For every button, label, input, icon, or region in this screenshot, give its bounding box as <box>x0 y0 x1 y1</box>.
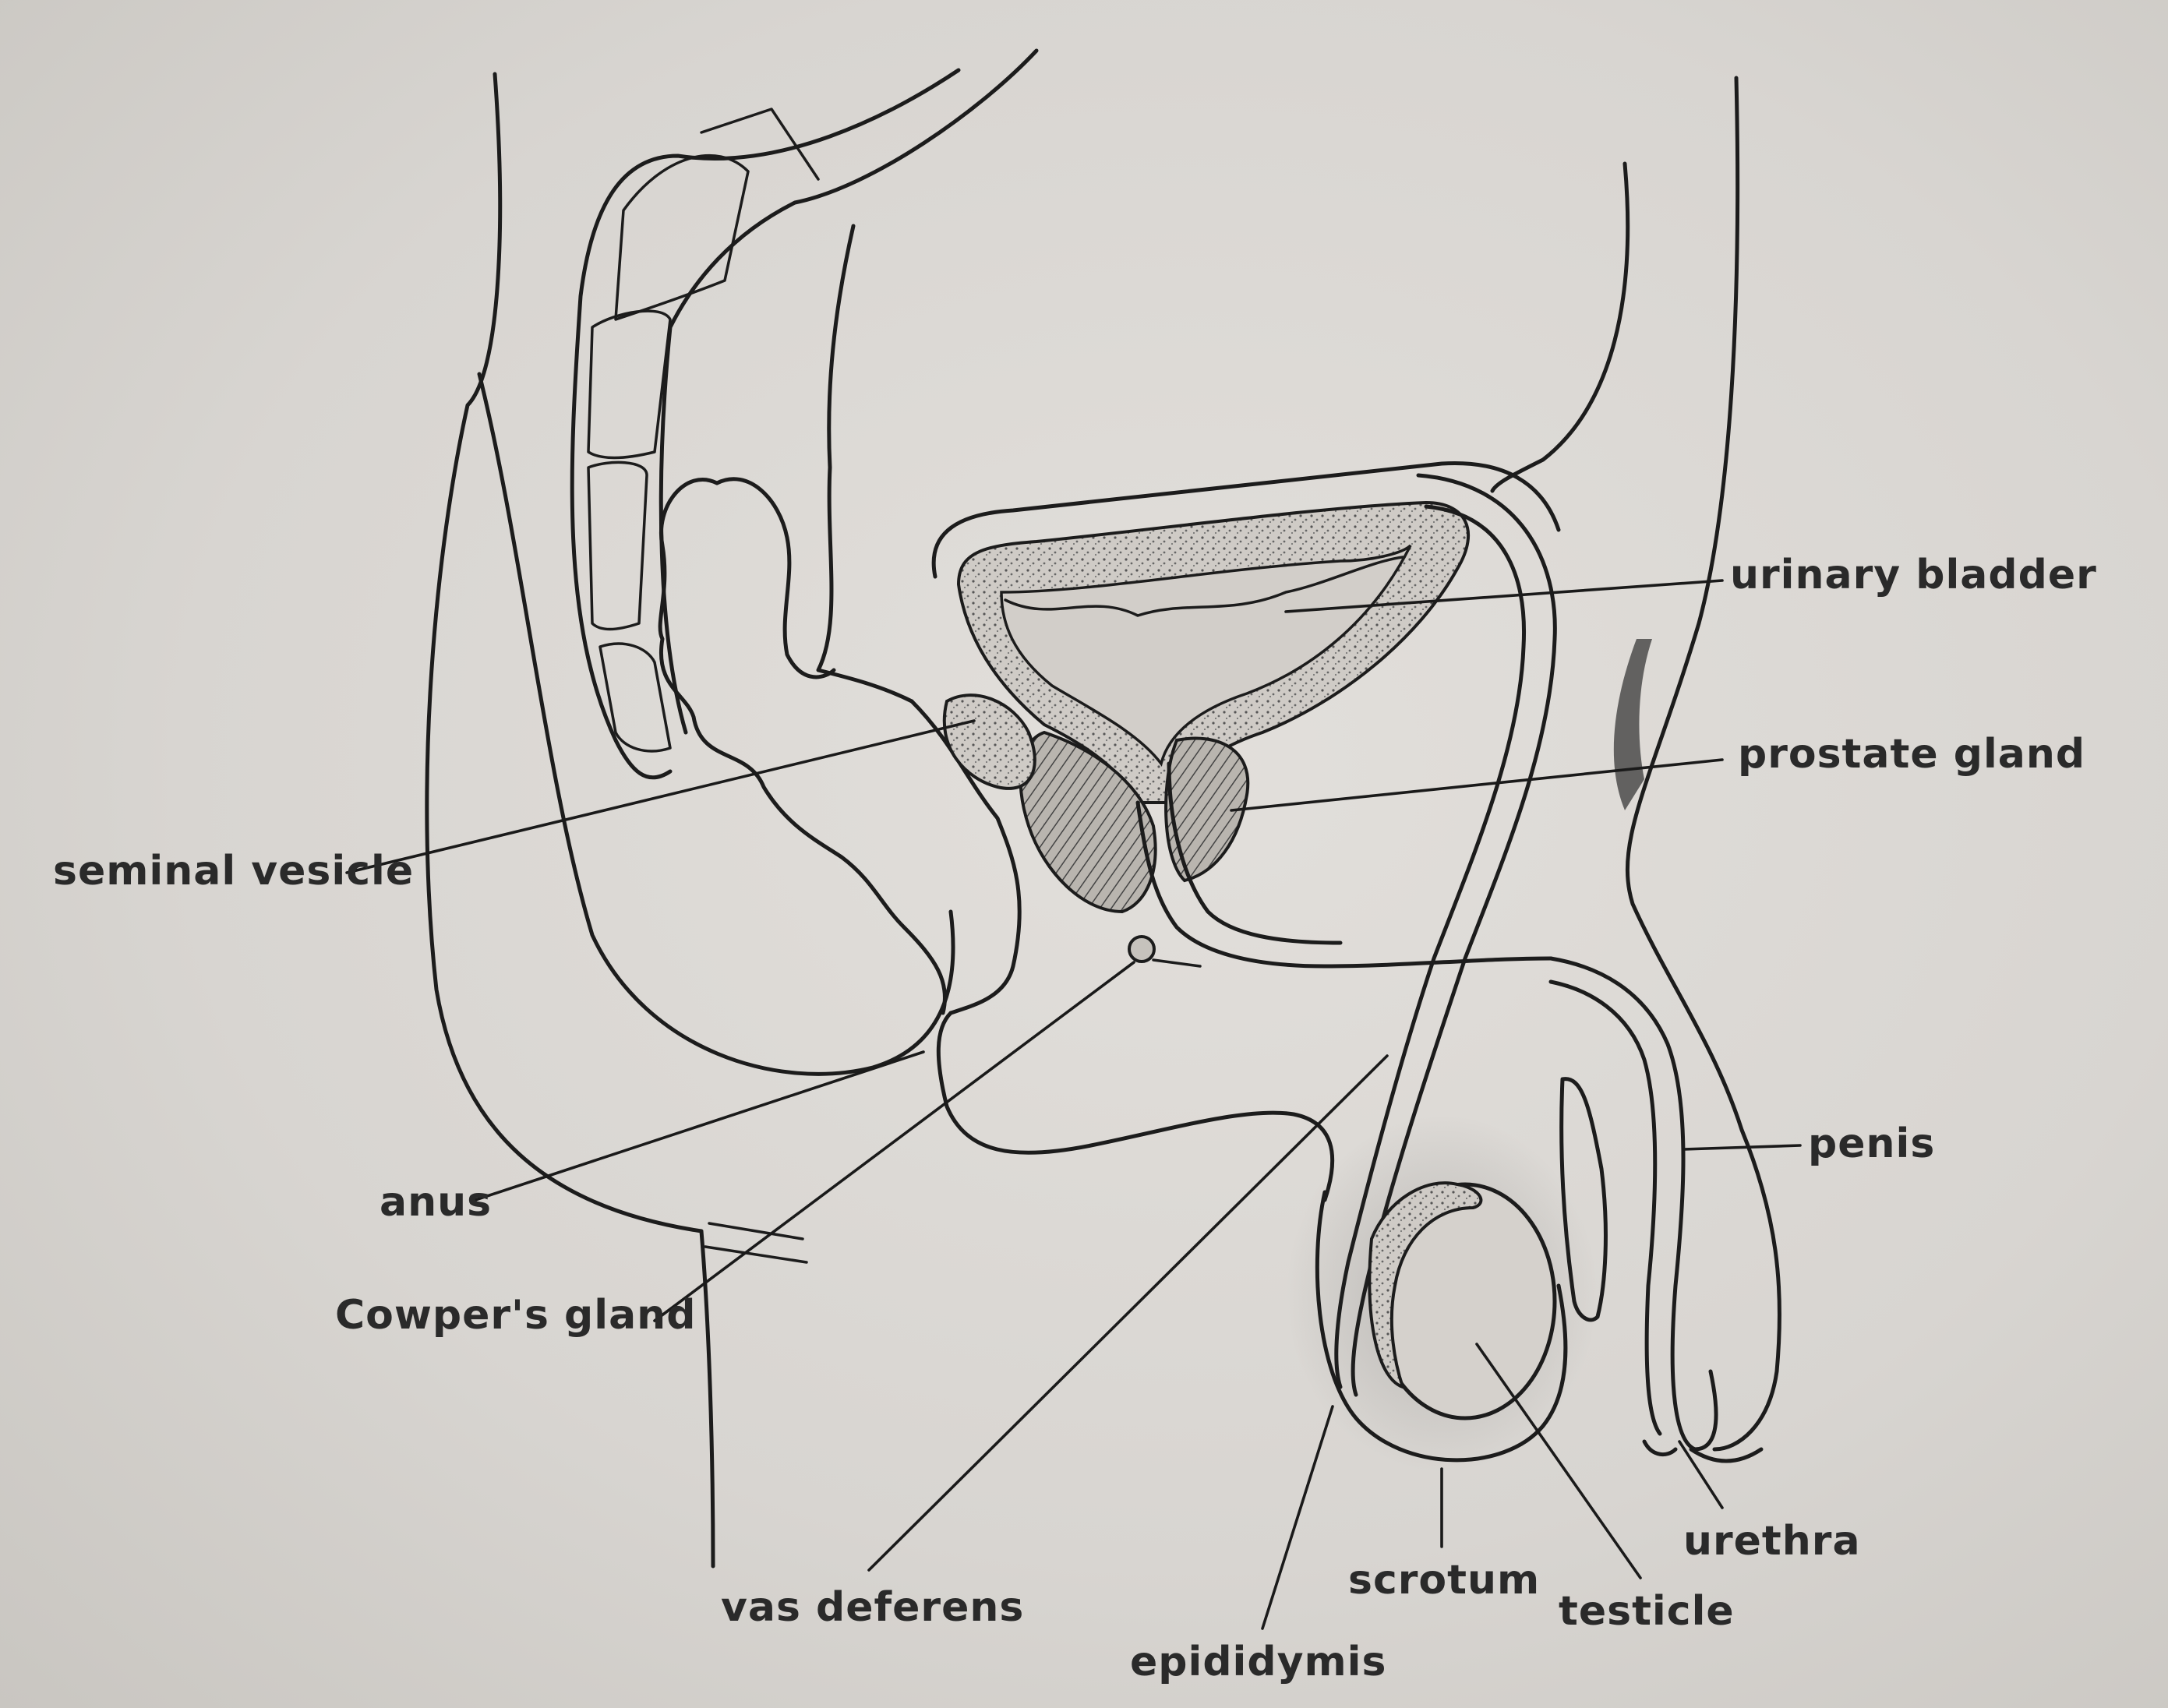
label-testicle: testicle <box>1559 1588 1735 1635</box>
label-seminal-vesicle: seminal vesicle <box>53 848 414 895</box>
leader-urethra <box>1678 1440 1724 1509</box>
penis <box>1548 956 1764 1463</box>
sacrum <box>570 48 1039 780</box>
leader-epididymis <box>1261 1405 1334 1630</box>
labels: urinary bladder prostate gland seminal v… <box>53 552 2097 1685</box>
leader-prostate-gland <box>1230 758 1724 812</box>
label-scrotum: scrotum <box>1348 1557 1540 1604</box>
cowpers-gland <box>1128 935 1202 968</box>
urinary-bladder <box>931 461 1561 804</box>
leader-anus <box>474 1050 925 1202</box>
seminal-vesicle <box>942 693 1036 790</box>
leader-vas-deferens <box>867 1054 1389 1572</box>
leader-urinary-bladder <box>1284 579 1724 613</box>
label-cowpers-gland: Cowper's gland <box>335 1292 696 1339</box>
label-urethra: urethra <box>1683 1518 1861 1565</box>
leader-seminal-vesicle <box>345 719 976 874</box>
prostate-gland <box>1019 730 1250 914</box>
label-anus: anus <box>380 1179 492 1226</box>
leader-lines <box>345 579 1802 1630</box>
label-prostate-gland: prostate gland <box>1738 731 2085 778</box>
label-urinary-bladder: urinary bladder <box>1730 552 2097 598</box>
label-penis: penis <box>1808 1120 1935 1167</box>
epididymis <box>1368 1181 1483 1390</box>
label-vas-deferens: vas deferens <box>721 1584 1024 1631</box>
body-outline <box>425 72 1782 1569</box>
label-epididymis: epididymis <box>1130 1639 1386 1685</box>
leader-testicle <box>1475 1343 1642 1579</box>
leader-penis <box>1682 1144 1802 1151</box>
leader-cowpers-gland <box>653 961 1135 1322</box>
